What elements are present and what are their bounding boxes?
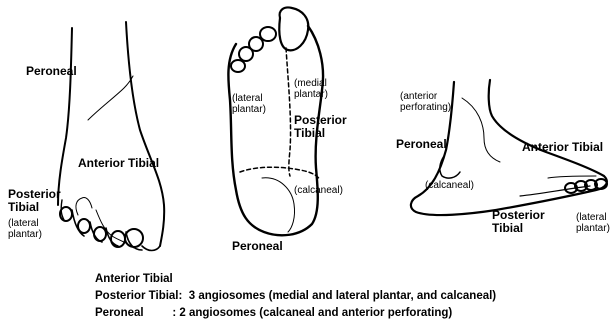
legend-line-peroneal: Peroneal : 2 angiosomes (calcaneal and a…: [95, 307, 452, 319]
lateral-plantar-label: (lateral plantar): [8, 219, 42, 241]
calcaneal-label: (calcaneal): [425, 181, 474, 192]
lateral-plantar-label: (lateral plantar): [576, 213, 610, 235]
peroneal-label: Peroneal: [396, 138, 447, 151]
legend-line-anterior-tibial: Anterior Tibial: [95, 273, 173, 285]
medial-plantar-label: (medial plantar): [294, 79, 328, 101]
calcaneal-label: (calcaneal): [294, 186, 343, 197]
lateral-plantar-label: (lateral plantar): [232, 94, 266, 116]
peroneal-label: Peroneal: [232, 240, 283, 253]
peroneal-label: Peroneal: [26, 65, 77, 78]
legend-line-posterior-tibial: Posterior Tibial: 3 angiosomes (medial a…: [95, 290, 496, 302]
posterior-tibial-label: Posterior Tibial: [294, 114, 347, 140]
anterior-tibial-label: Anterior Tibial: [78, 157, 159, 170]
posterior-tibial-label: Posterior Tibial: [492, 209, 545, 235]
dorsal-foot-drawing: [58, 22, 164, 251]
anterior-perforating-label: (anterior perforating): [400, 92, 451, 114]
posterior-tibial-label: Posterior Tibial: [8, 188, 61, 214]
anterior-tibial-label: Anterior Tibial: [522, 141, 603, 154]
